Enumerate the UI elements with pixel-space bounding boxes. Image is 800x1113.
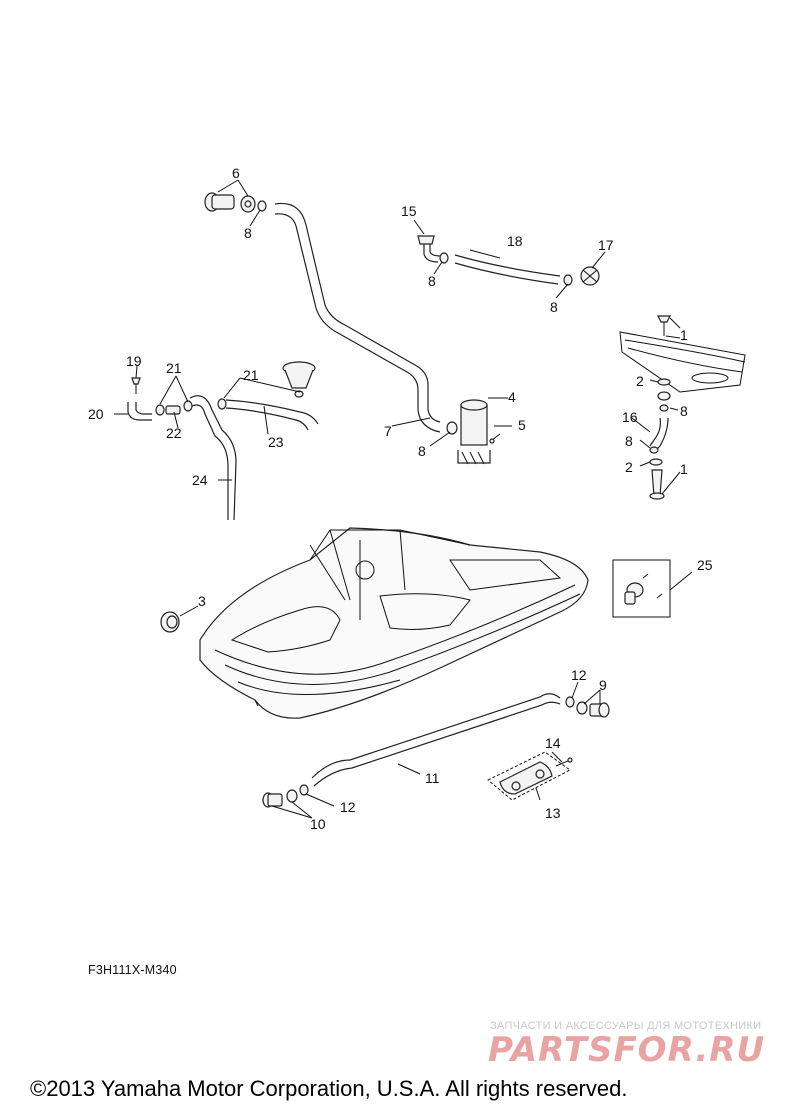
inset-box-25 xyxy=(612,559,671,618)
hose-clamp-21 xyxy=(183,400,193,412)
callout-9: 9 xyxy=(599,677,607,693)
callout-1: 1 xyxy=(680,461,688,477)
callout-10: 10 xyxy=(310,816,326,832)
callout-8: 8 xyxy=(680,403,688,419)
callout-8: 8 xyxy=(418,443,426,459)
callout-8: 8 xyxy=(550,299,558,315)
hose-16 xyxy=(649,417,669,451)
fitting-9 xyxy=(589,702,610,718)
fitting-15 xyxy=(417,235,441,263)
hose-clamp-21 xyxy=(155,404,165,416)
callout-7: 7 xyxy=(384,423,392,439)
bolt-1 xyxy=(657,315,671,336)
vent-fitting-6 xyxy=(204,192,267,213)
copyright-notice: ©2013 Yamaha Motor Corporation, U.S.A. A… xyxy=(30,1076,628,1101)
bracket-13 xyxy=(487,751,571,801)
deck-panel xyxy=(619,331,746,393)
callout-15: 15 xyxy=(401,203,417,219)
callout-22: 22 xyxy=(166,425,182,441)
callout-1: 1 xyxy=(680,327,688,343)
vent-hose-7 xyxy=(274,202,441,433)
callout-11: 11 xyxy=(425,770,440,786)
callout-13: 13 xyxy=(545,805,561,821)
bilge-pipe-11 xyxy=(311,693,561,787)
callout-8: 8 xyxy=(625,433,633,449)
drawing-code: F3H111X-M340 xyxy=(88,963,177,977)
elbow-20 xyxy=(127,402,152,421)
hose-clamp xyxy=(659,404,669,412)
hose-clamp xyxy=(649,446,659,454)
hose-clamp xyxy=(563,274,573,286)
callout-12: 12 xyxy=(571,667,587,683)
clamp-12 xyxy=(299,784,309,796)
callout-4: 4 xyxy=(508,389,516,405)
callout-14: 14 xyxy=(545,735,561,751)
hose-clamp-8 xyxy=(446,421,458,435)
fitting-1 xyxy=(649,469,665,500)
boat-hull xyxy=(199,527,589,719)
washer-2 xyxy=(649,458,663,466)
tank-4 xyxy=(457,399,491,465)
callout-12: 12 xyxy=(340,799,356,815)
screw-19 xyxy=(131,377,141,394)
callout-17: 17 xyxy=(598,237,614,253)
drain-plug-3 xyxy=(160,611,180,633)
hose-clamp xyxy=(439,252,449,264)
nut xyxy=(576,701,588,715)
hose-18 xyxy=(454,254,561,285)
callout-23: 23 xyxy=(268,434,284,450)
hose-24 xyxy=(189,395,237,521)
fitting-10 xyxy=(262,789,298,808)
callout-2: 2 xyxy=(636,373,644,389)
callout-5: 5 xyxy=(518,417,526,433)
watermark-tagline: ЗАПЧАСТИ И АКСЕССУАРЫ ДЛЯ МОТОТЕХНИКИ xyxy=(490,1020,762,1032)
callout-18: 18 xyxy=(507,233,523,249)
callout-6: 6 xyxy=(232,165,240,181)
callout-8: 8 xyxy=(244,225,252,241)
strainer-cup xyxy=(282,361,316,398)
callout-19: 19 xyxy=(126,353,142,369)
washer xyxy=(657,391,671,401)
callout-20: 20 xyxy=(88,406,104,422)
callout-2: 2 xyxy=(625,459,633,475)
callout-16: 16 xyxy=(622,409,638,425)
hose-clamp-21 xyxy=(217,398,227,410)
clamp-12 xyxy=(565,696,575,708)
callout-24: 24 xyxy=(192,472,208,488)
watermark-logo: PARTSFOR.RU xyxy=(488,1030,766,1070)
callout-21: 21 xyxy=(166,360,182,376)
hose-23 xyxy=(225,399,319,431)
fitting-17 xyxy=(580,266,600,286)
fitting-22 xyxy=(165,405,181,415)
callout-8: 8 xyxy=(428,273,436,289)
callout-21: 21 xyxy=(243,367,259,383)
leader-lines xyxy=(114,179,693,819)
callout-3: 3 xyxy=(198,593,206,609)
screw-14 xyxy=(555,757,573,767)
washer-2 xyxy=(657,378,671,386)
screw-5 xyxy=(489,433,501,444)
callout-25: 25 xyxy=(697,557,713,573)
